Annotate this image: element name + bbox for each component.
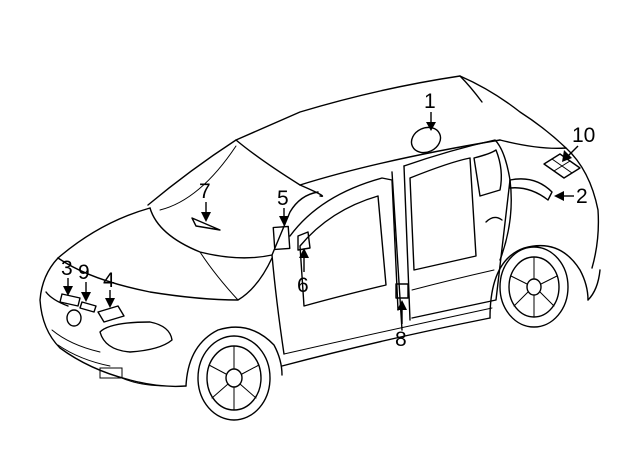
callout-10: 10	[572, 124, 595, 147]
callout-5: 5	[277, 187, 289, 210]
callout-2: 2	[576, 185, 588, 208]
car-body	[39, 75, 601, 421]
callout-4: 4	[103, 269, 115, 292]
callout-arrows	[63, 112, 579, 324]
callout-3: 3	[61, 257, 73, 280]
part-shapes	[59, 126, 581, 323]
callout-6: 6	[297, 274, 309, 297]
callout-1: 1	[424, 90, 436, 113]
callout-9: 9	[78, 261, 90, 284]
callout-8: 8	[395, 328, 407, 351]
callout-7: 7	[199, 180, 211, 203]
callout-labels: 1 2 10 7 5 6 8 3 9 4	[61, 90, 595, 351]
